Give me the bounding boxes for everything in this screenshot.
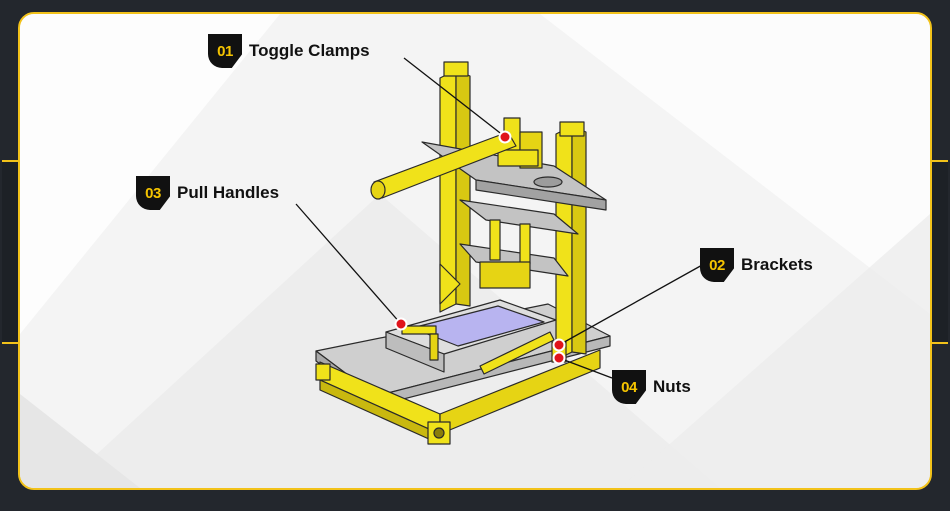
- callout-label: Brackets: [741, 255, 813, 274]
- callout-label: Nuts: [653, 377, 691, 396]
- callout-number-badge: 01: [208, 34, 242, 68]
- callout-number-badge: 03: [136, 176, 170, 210]
- marker-nuts: [552, 351, 566, 365]
- callout-nuts: 04 Nuts: [612, 370, 691, 404]
- marker-brackets: [552, 338, 566, 352]
- callout-label: Toggle Clamps: [249, 41, 370, 60]
- fixture-machine-illustration: [295, 57, 705, 445]
- callout-toggle-clamps: 01 Toggle Clamps: [208, 34, 370, 68]
- marker-toggle-clamps: [498, 130, 512, 144]
- callout-pull-handles: 03 Pull Handles: [136, 176, 279, 210]
- callout-number-badge: 02: [700, 248, 734, 282]
- marker-pull-handles: [394, 317, 408, 331]
- callout-label: Pull Handles: [177, 183, 280, 202]
- background-shapes: [20, 14, 930, 488]
- callout-number-badge: 04: [612, 370, 646, 404]
- callout-brackets: 02 Brackets: [700, 248, 813, 282]
- diagram-card: 01 Toggle Clamps 02 Brackets 03 Pull Han…: [18, 12, 932, 490]
